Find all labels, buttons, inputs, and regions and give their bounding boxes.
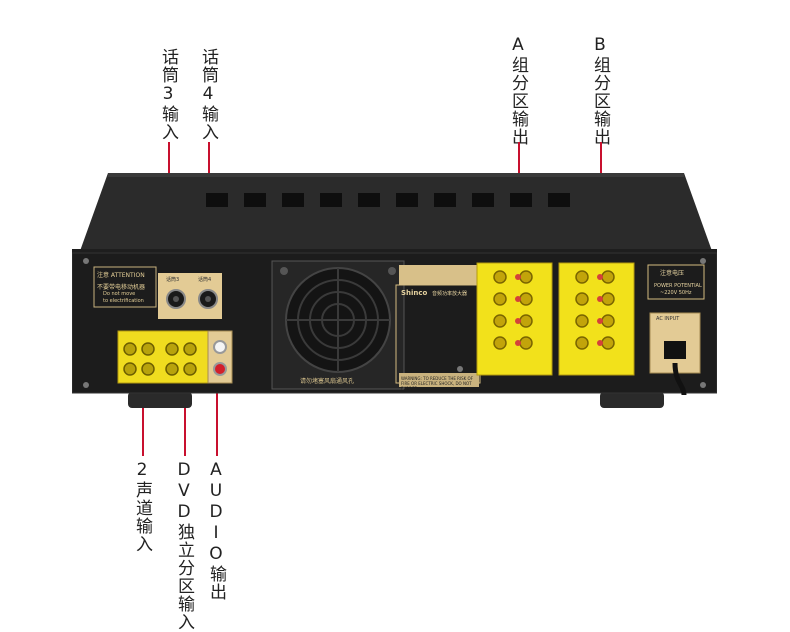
callout-zone-b-output: B组分区输出 xyxy=(590,35,610,146)
fan-vent-caption: 请勿堵塞风扇通风孔 xyxy=(300,378,355,385)
attention-body: 不要带电移动机器 xyxy=(97,284,146,291)
mic-label-3: 话筒3 xyxy=(166,277,180,283)
callout-zone-a-output: A组分区输出 xyxy=(508,35,528,146)
mic-label-4: 话筒4 xyxy=(198,277,212,283)
power-subtitle: POWER POTENTIAL xyxy=(654,283,702,289)
attention-en-line1: Do not move xyxy=(103,291,136,297)
warning-text: WARNING: TO REDUCE THE RISK OF FIRE OR E… xyxy=(401,376,473,391)
callout-audio-output: AUDIO输出 xyxy=(206,460,226,601)
power-voltage: ~220V 50Hz xyxy=(660,290,692,296)
attention-en-line2: to electrification xyxy=(103,298,144,304)
amplifier-rear-panel xyxy=(72,173,717,396)
brand-name: Shinco xyxy=(401,289,428,297)
callout-mic4-input: 话筒4输入 xyxy=(198,48,218,141)
leader-line-audio xyxy=(216,370,218,456)
leader-line-dvd xyxy=(184,370,186,456)
attention-title: 注意 ATTENTION xyxy=(97,272,145,279)
product-title: 音频功率放大器 xyxy=(432,291,468,297)
ac-input-label: AC INPUT xyxy=(656,316,680,322)
callout-dvd-zone-input: DVD独立分区输入 xyxy=(174,460,194,631)
leader-line-stereo xyxy=(142,370,144,456)
callout-stereo-input: 2声道输入 xyxy=(132,460,152,553)
callout-mic3-input: 话筒3输入 xyxy=(158,48,178,141)
foot-right xyxy=(600,392,664,408)
foot-left xyxy=(128,392,192,408)
power-title: 注意电压 xyxy=(660,270,685,277)
